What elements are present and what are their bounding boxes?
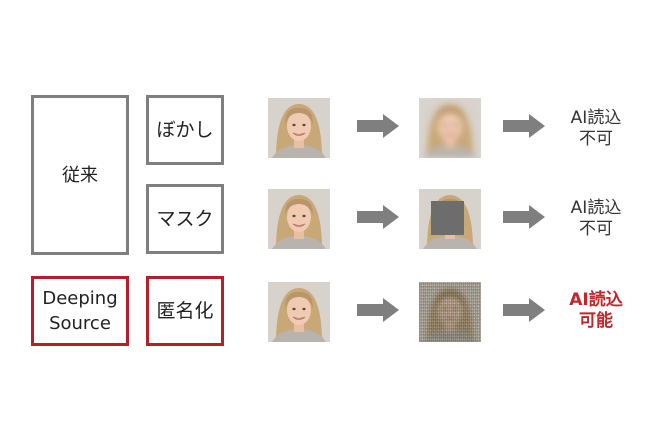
- category-conventional-box: 従来: [31, 95, 129, 255]
- arrow-right-icon: [357, 114, 399, 138]
- original-face-photo: [268, 282, 330, 342]
- method-mask-label: マスク: [156, 207, 214, 230]
- original-face-photo: [268, 98, 330, 158]
- anonymized-face-photo: [419, 282, 481, 342]
- result-line2: 可能: [579, 311, 613, 331]
- result-line2: 不可: [579, 129, 613, 149]
- method-mask-box: マスク: [146, 184, 224, 254]
- noise-overlay: [419, 282, 481, 342]
- category-conventional-label: 従来: [62, 164, 98, 186]
- blurred-face-photo: [419, 98, 481, 158]
- arrow-right-icon: [357, 298, 399, 322]
- method-anonymize-box: 匿名化: [146, 276, 224, 346]
- result-line2: 不可: [579, 219, 613, 239]
- result-line1: AI読込: [570, 198, 622, 218]
- method-blur-label: ぼかし: [156, 118, 214, 141]
- arrow-right-icon: [357, 205, 399, 229]
- method-blur-box: ぼかし: [146, 95, 224, 165]
- category-deeping-source-label: Deeping Source: [42, 288, 118, 334]
- result-line1: AI読込: [569, 290, 623, 310]
- original-face-photo: [268, 189, 330, 249]
- arrow-right-icon: [503, 114, 545, 138]
- arrow-right-icon: [503, 205, 545, 229]
- category-deeping-source-box: Deeping Source: [31, 276, 129, 346]
- masked-face-photo: [419, 189, 481, 249]
- arrow-right-icon: [503, 298, 545, 322]
- result-not-readable: AI読込 不可: [561, 108, 631, 150]
- result-line1: AI読込: [570, 108, 622, 128]
- result-readable: AI読込 可能: [561, 290, 631, 332]
- mask-block: [431, 201, 464, 235]
- method-anonymize-label: 匿名化: [156, 299, 214, 322]
- result-not-readable: AI読込 不可: [561, 198, 631, 240]
